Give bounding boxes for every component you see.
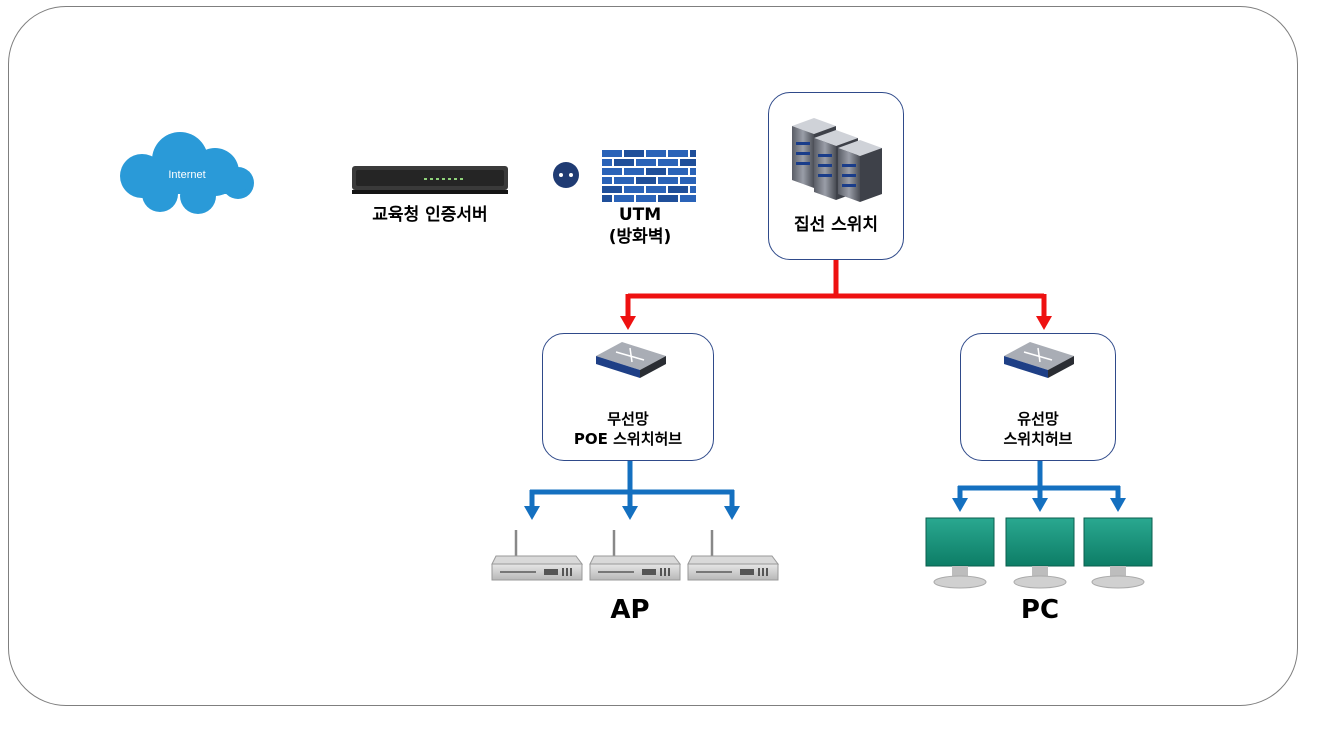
firewall-brick [690,186,696,193]
firewall-brick [658,177,678,184]
firewall-brick [602,195,612,202]
connector-icon [553,162,579,188]
firewall-brick [614,195,634,202]
firewall-brick [624,186,644,193]
pc-monitor-icon [1005,517,1075,589]
auth-server-icon [352,166,508,194]
utm-label-line1: UTM [618,205,662,225]
wired-hub-switch-icon [1004,342,1074,378]
arrow-to-ap-1 [524,506,540,520]
auth-server-label: 교육청 인증서버 [372,205,488,225]
pc-group-label: PC [1020,595,1060,625]
arrow-to-wireless-hub [620,316,636,330]
access-point-icon [589,530,681,581]
firewall-brick [690,150,696,157]
ap-group-label: AP [610,595,650,625]
arrow-to-pc-2 [1032,498,1048,512]
utm-label: UTM (방화벽) [590,204,690,248]
wired-hub-label: 유선망 스위치허브 [960,410,1116,449]
firewall-brick [602,159,612,166]
utm-label-line2: (방화벽) [608,227,672,248]
firewall-brick [602,177,612,184]
firewall-brick [614,159,634,166]
pc-monitor-icon [925,517,995,589]
arrow-to-wired-hub [1036,316,1052,330]
arrow-to-ap-2 [622,506,638,520]
wireless-hub-label-line2: POE 스위치허브 [573,429,683,448]
wireless-hub-label: 무선망 POE 스위치허브 [542,410,714,449]
wireless-hub-label-line1: 무선망 [607,410,649,428]
firewall-brick [680,159,696,166]
pc-monitor-icon [1083,517,1153,589]
firewall-brick [646,150,666,157]
arrow-to-ap-3 [724,506,740,520]
firewall-brick [680,177,696,184]
access-point-icon [687,530,779,581]
firewall-brick [602,150,622,157]
firewall-brick [646,186,666,193]
firewall-brick [680,195,696,202]
firewall-icon [602,150,696,202]
firewall-brick [624,150,644,157]
firewall-brick [668,168,688,175]
firewall-brick [614,177,634,184]
internet-cloud-icon: Internet [120,132,254,214]
firewall-brick [646,168,666,175]
firewall-brick [658,195,678,202]
wired-hub-label-line1: 유선망 [1017,410,1059,428]
internet-label: Internet [168,169,205,181]
server-stack-icon [792,118,882,202]
diagram-frame [8,6,1298,706]
firewall-brick [658,159,678,166]
wired-hub-label-line2: 스위치허브 [1003,429,1073,448]
firewall-brick [636,195,656,202]
access-point-icon [491,530,583,581]
wireless-downlinks [529,461,735,508]
firewall-brick [668,186,688,193]
firewall-brick [602,168,622,175]
wireless-hub-switch-icon [596,342,666,378]
arrow-to-pc-1 [952,498,968,512]
firewall-brick [636,159,656,166]
uplink-connections [625,260,1047,318]
firewall-brick [636,177,656,184]
arrow-to-pc-3 [1110,498,1126,512]
firewall-brick [624,168,644,175]
wired-downlinks [957,461,1121,500]
firewall-brick [690,168,696,175]
firewall-brick [668,150,688,157]
core-switch-label: 집선 스위치 [793,215,879,235]
firewall-brick [602,186,622,193]
